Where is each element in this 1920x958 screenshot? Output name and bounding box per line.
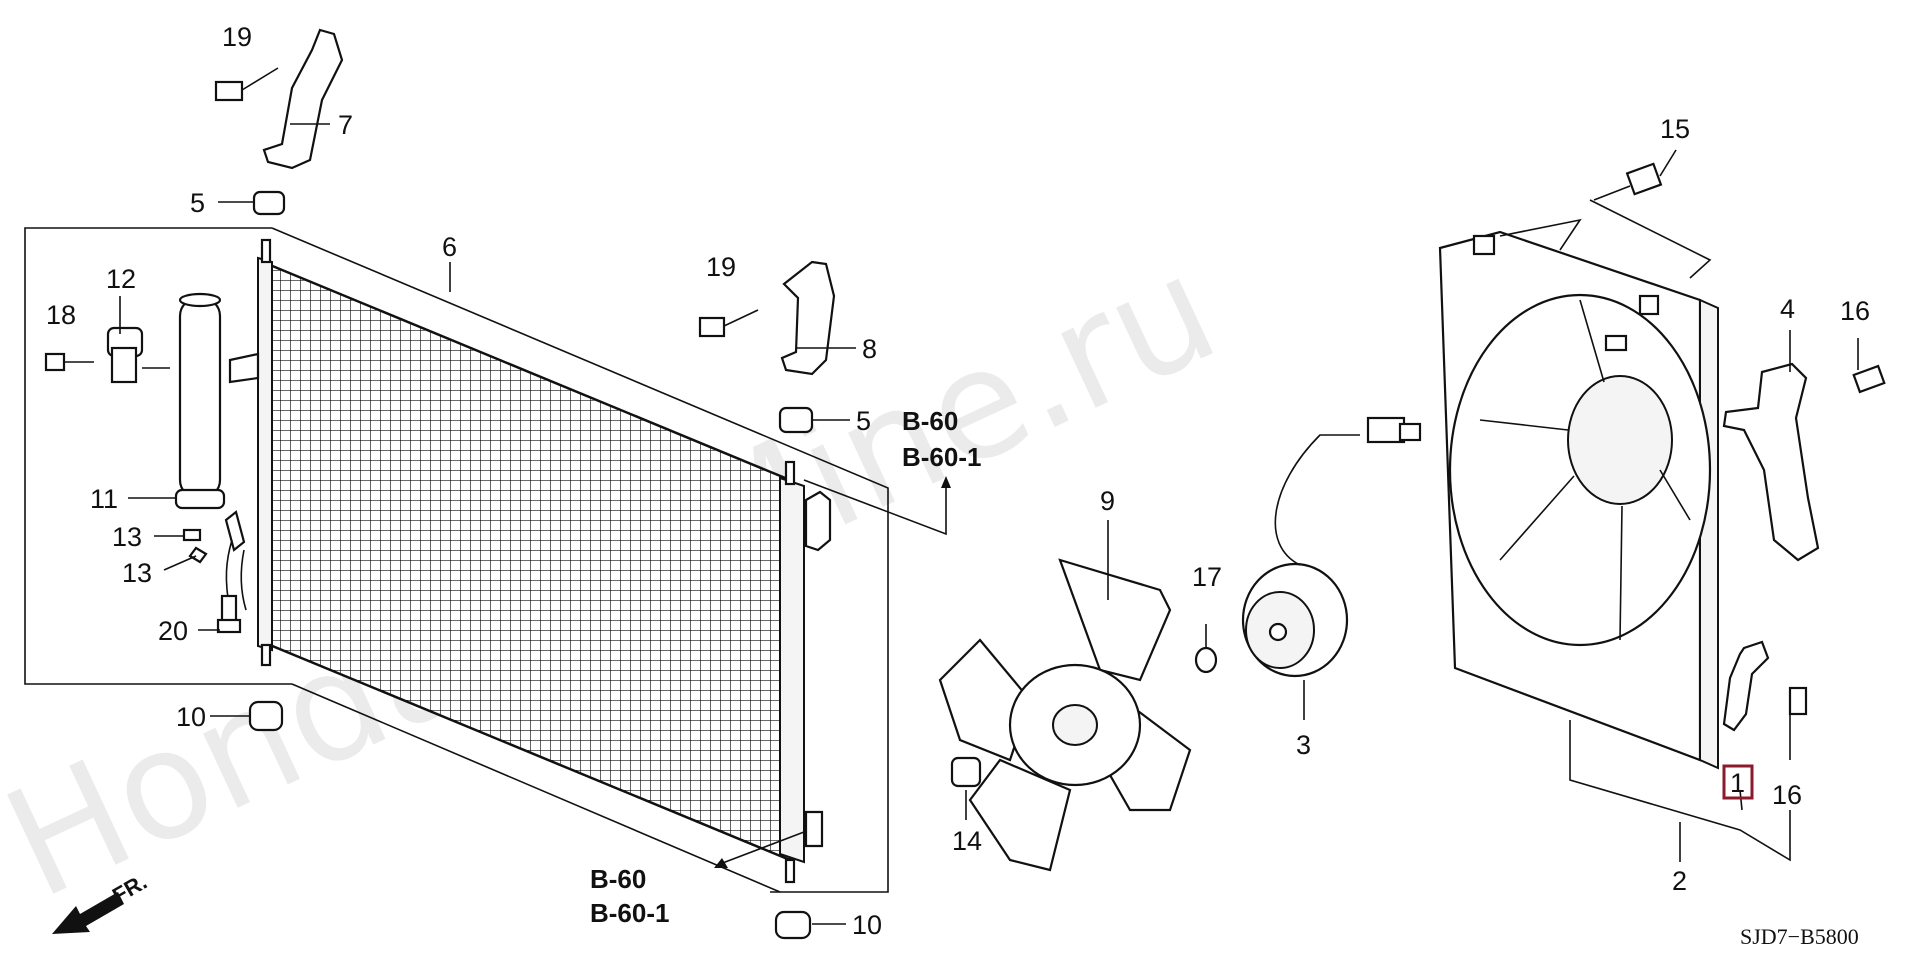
- callout-labels: 19 7 5 6 12 18 11 13 13 20 10 19 8 5 9 1…: [46, 22, 1870, 940]
- callout-4: 4: [1780, 294, 1795, 324]
- callout-15: 15: [1660, 114, 1690, 144]
- nut-14: [950, 756, 982, 788]
- bracket-8: [698, 260, 836, 434]
- callout-12: 12: [106, 264, 136, 294]
- condenser-assembly-frame: [24, 227, 889, 893]
- cushion-10a: [248, 700, 284, 732]
- bolt-18: [44, 352, 94, 372]
- callout-10a: 10: [176, 702, 206, 732]
- fan-shroud: [1438, 230, 1719, 770]
- callout-9: 9: [1100, 486, 1115, 516]
- bracket-4: [1722, 362, 1886, 562]
- leader-lines: [119, 123, 1859, 925]
- callout-3: 3: [1296, 730, 1311, 760]
- callout-14: 14: [952, 826, 982, 856]
- receiver-dryer: [106, 292, 247, 611]
- callout-1: 1: [1730, 768, 1745, 798]
- washer-17: [1194, 646, 1218, 674]
- callout-5b: 5: [856, 406, 871, 436]
- highlight-box-1: [1722, 764, 1754, 800]
- ref-top-1: B-60: [902, 406, 958, 436]
- ref-top-2: B-60-1: [902, 442, 981, 472]
- callout-13b: 13: [122, 558, 152, 588]
- bracket-7: [214, 28, 344, 216]
- fan-motor: [1241, 416, 1422, 678]
- callout-6: 6: [442, 232, 457, 262]
- front-arrow-icon: [52, 892, 124, 934]
- callout-19b: 19: [706, 252, 736, 282]
- bracket-1: [1722, 640, 1808, 732]
- callout-10b: 10: [852, 910, 882, 940]
- callout-16b: 16: [1772, 780, 1802, 810]
- callout-19a: 19: [222, 22, 252, 52]
- callout-8: 8: [862, 334, 877, 364]
- callout-18: 18: [46, 300, 76, 330]
- callout-5a: 5: [190, 188, 205, 218]
- bolt-20: [216, 594, 242, 634]
- callout-20: 20: [158, 616, 188, 646]
- condenser-core: [228, 238, 832, 884]
- callout-11: 11: [90, 484, 118, 514]
- callout-17: 17: [1192, 562, 1222, 592]
- clip-13a: [182, 528, 202, 542]
- callout-2: 2: [1672, 866, 1687, 896]
- bolt-15: [1593, 162, 1663, 201]
- callout-16a: 16: [1840, 296, 1870, 326]
- callout-7: 7: [338, 110, 353, 140]
- reference-labels: B-60 B-60-1 B-60 B-60-1: [590, 406, 981, 928]
- ref-bottom-1: B-60: [590, 864, 646, 894]
- callout-13a: 13: [112, 522, 142, 552]
- fan-blade: [938, 558, 1192, 872]
- ref-bottom-2: B-60-1: [590, 898, 669, 928]
- diagram-code: SJD7−B5800: [1740, 924, 1859, 949]
- clip-13b: [188, 546, 208, 564]
- cushion-10b: [774, 910, 812, 940]
